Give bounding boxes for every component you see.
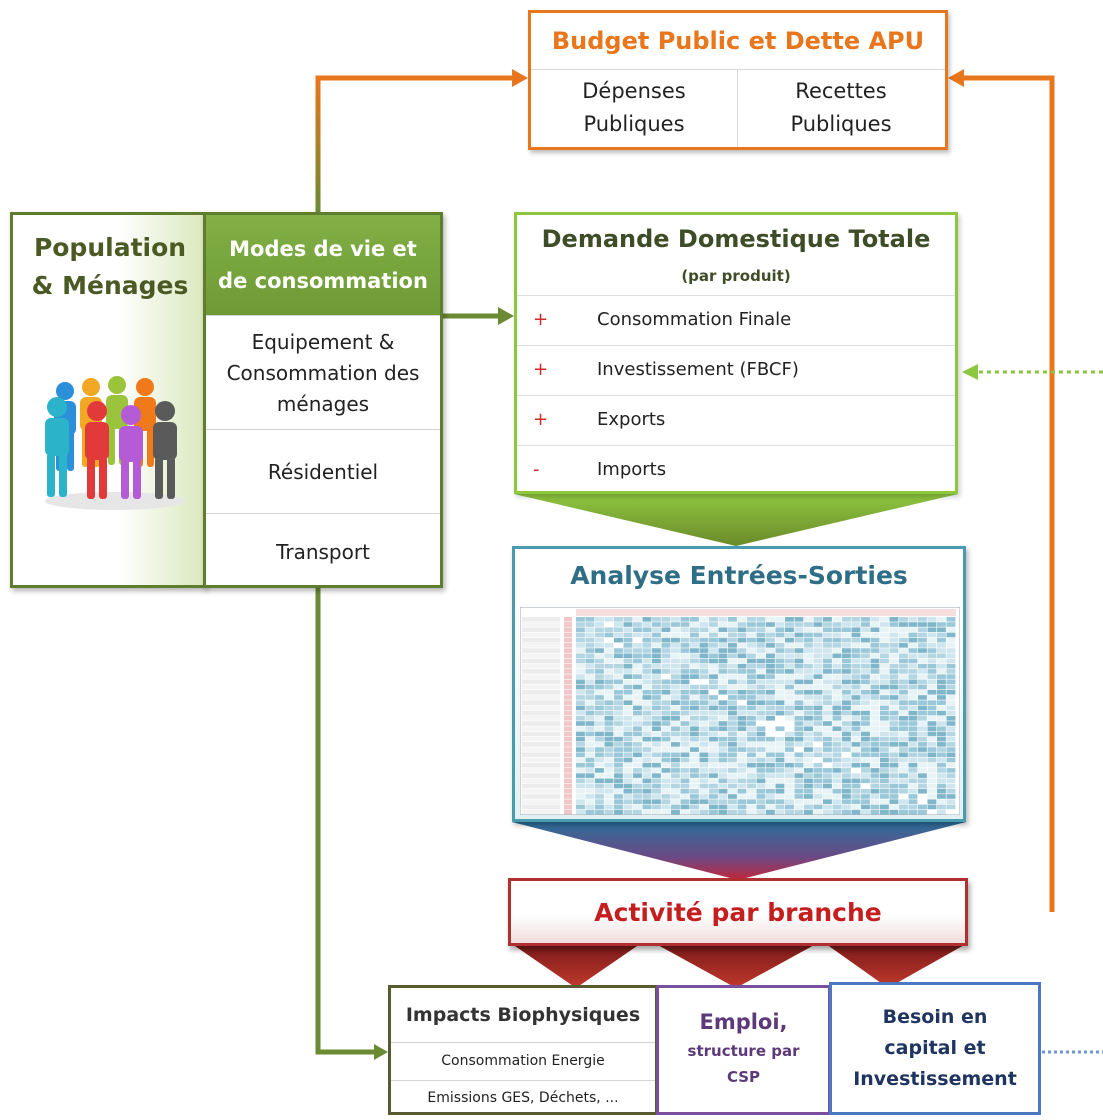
demande-row-consommation: + Consommation Finale [517,295,955,346]
emploi-subtitle-line1: structure par [687,1042,800,1060]
arrowhead-demande-left [498,307,514,325]
funnel-demande-to-analyse [514,494,958,546]
demande-row-investissement: + Investissement (FBCF) [517,345,955,396]
impacts-row-energie: Consommation Energie [391,1043,655,1081]
recettes-line2: Publiques [790,112,892,136]
modes-row-equipement-line1: Equipement & [251,329,395,354]
impacts-title: Impacts Biophysiques [391,988,655,1043]
recettes-publiques-cell: Recettes Publiques [737,69,945,147]
emploi-subtitle-line2: CSP [726,1068,761,1086]
depenses-line1: Dépenses [582,79,686,103]
depenses-line2: Publiques [583,112,685,136]
arrowhead-budget-left [512,69,528,87]
demande-label: Consommation Finale [597,309,792,330]
demande-subtitle: (par produit) [681,267,791,285]
demande-label: Exports [597,409,666,430]
population-box: Population & Ménages [10,212,206,588]
funnel-activite-to-emploi [656,944,816,988]
modes-de-vie-box: Modes de vie et de consommation Equipeme… [203,212,443,588]
population-title: Population & Ménages [23,229,197,305]
recettes-line1: Recettes [795,79,887,103]
impacts-row-emissions: Emissions GES, Déchets, ... [427,1090,619,1106]
modes-header: Modes de vie et de consommation [206,215,440,315]
arrow-modes-to-impacts [315,588,376,1055]
activite-title: Activité par branche [594,897,882,927]
modes-row-residentiel-label: Résidentiel [267,459,379,484]
arrow-modes-to-budget [315,75,516,212]
arrowhead-demande-right [962,364,978,380]
funnel-analyse-to-activite [512,822,966,880]
besoin-line2: capital et [884,1037,986,1059]
modes-header-line2: de consommation [218,269,428,293]
budget-box: Budget Public et Dette APU Dépenses Publ… [528,10,948,150]
input-output-table-thumbnail [520,607,960,815]
modes-header-line1: Modes de vie et [229,237,417,261]
funnel-activite-to-besoin [826,944,966,988]
arrowhead-impacts [374,1044,388,1060]
demande-row-imports: - Imports [517,445,955,496]
demande-label: Imports [597,459,667,480]
population-title-line2: & Ménages [31,271,189,300]
modes-row-equipement: Equipement & Consommation des ménages [206,315,440,430]
demande-sign: + [533,409,549,430]
people-group-icon [45,376,185,510]
besoin-capital-box: Besoin en capital et Investissement [829,982,1041,1115]
arrowhead-budget-right [948,69,964,87]
funnel-activite-to-impacts [512,944,640,988]
besoin-line1: Besoin en [882,1006,988,1028]
demande-sign: + [533,309,549,330]
demande-sign: - [533,459,540,480]
budget-title: Budget Public et Dette APU [531,13,945,70]
besoin-line3: Investissement [853,1068,1017,1090]
population-title-line1: Population [33,233,187,262]
demande-title: Demande Domestique Totale [541,225,931,253]
impacts-biophysiques-box: Impacts Biophysiques Consommation Energi… [388,985,658,1115]
demande-row-exports: + Exports [517,395,955,446]
modes-row-equipement-line3: ménages [276,391,370,416]
besoin-text: Besoin en capital et Investissement [853,1002,1017,1095]
activite-par-branche-box: Activité par branche [508,878,968,946]
modes-row-transport: Transport [206,513,440,590]
arrow-loop-to-budget [962,75,1055,912]
modes-row-equipement-line2: Consommation des [226,360,420,385]
analyse-entrees-sorties-box: Analyse Entrées-Sorties [512,546,966,822]
analyse-title: Analyse Entrées-Sorties [570,561,908,590]
demande-label: Investissement (FBCF) [597,359,799,380]
emploi-box: Emploi, structure par CSP [656,985,831,1115]
demande-domestique-box: Demande Domestique Totale (par produit) … [514,212,958,494]
demande-sign: + [533,359,549,380]
modes-row-transport-label: Transport [276,539,370,564]
emploi-title: Emploi, [699,1010,788,1034]
modes-row-residentiel: Résidentiel [206,429,440,514]
depenses-publiques-cell: Dépenses Publiques [531,69,738,147]
